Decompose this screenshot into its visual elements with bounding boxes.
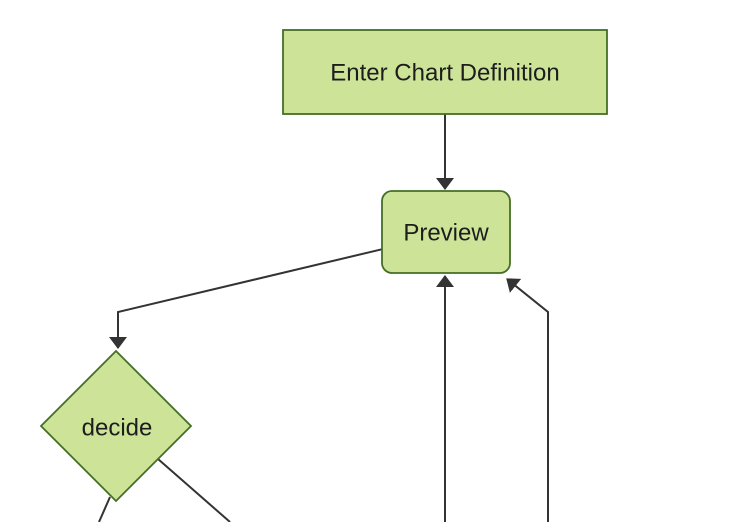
node-decide: decide <box>39 349 193 503</box>
edge-offscreen-bottom-right-to-preview <box>506 278 549 522</box>
enter-chart-definition-shape <box>282 29 608 115</box>
enter-chart-definition-label: Enter Chart Definition <box>330 60 559 87</box>
preview-label: Preview <box>403 220 489 247</box>
preview-shape <box>381 190 511 274</box>
decide-label: decide <box>82 415 153 442</box>
edge-preview-to-decide <box>109 248 384 349</box>
node-preview: Preview <box>381 190 511 274</box>
decide-shape <box>39 349 193 503</box>
node-enter-chart-definition: Enter Chart Definition <box>282 29 608 115</box>
edge-decide-to-offscreen-right <box>157 458 231 522</box>
edge-decide-to-offscreen-left <box>98 496 111 522</box>
